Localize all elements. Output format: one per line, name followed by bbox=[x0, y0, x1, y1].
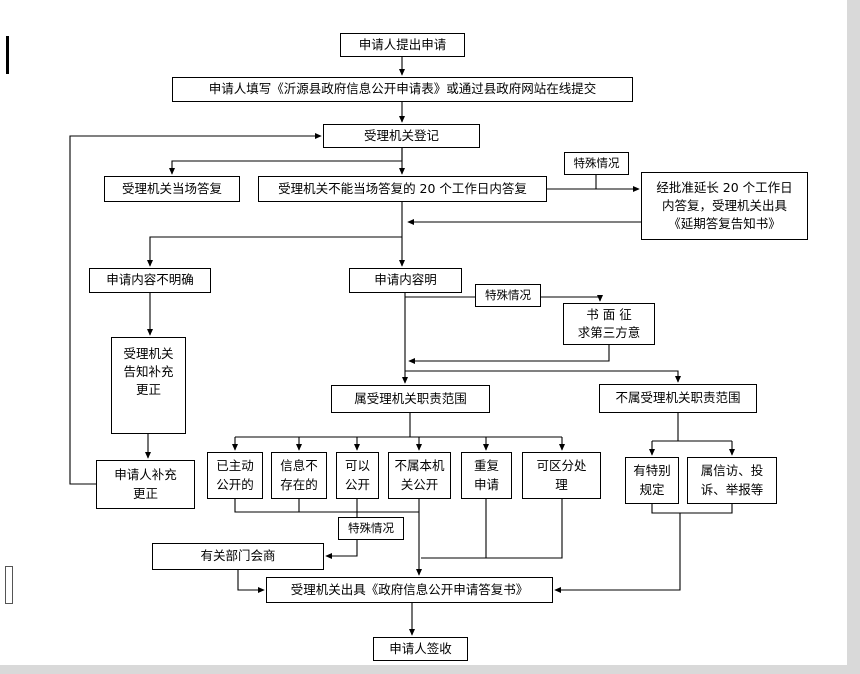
node-written-third-party-opinion: 书 面 征 求第三方意 bbox=[563, 303, 655, 345]
node-special-provisions: 有特别 规定 bbox=[625, 457, 679, 504]
node-separable-handling: 可区分处 理 bbox=[522, 452, 601, 499]
node-content-unclear: 申请内容不明确 bbox=[89, 268, 211, 293]
node-applicant-submit-application: 申请人提出申请 bbox=[340, 33, 465, 57]
node-petition-complaint: 属信访、投 诉、举报等 bbox=[687, 457, 777, 504]
page-edge-right bbox=[847, 0, 860, 674]
node-can-be-published: 可以 公开 bbox=[336, 452, 379, 499]
node-issue-reply-document: 受理机关出具《政府信息公开申请答复书》 bbox=[266, 577, 553, 603]
page-artifact-top-left bbox=[6, 36, 9, 74]
node-within-authority-scope: 属受理机关职责范围 bbox=[331, 385, 490, 413]
page-artifact-bottom-left bbox=[5, 566, 13, 604]
node-content-clear: 申请内容明 bbox=[349, 268, 462, 293]
node-other-authority: 不属本机 关公开 bbox=[388, 452, 451, 499]
page-edge-bottom bbox=[0, 665, 860, 674]
node-special-case-label-1: 特殊情况 bbox=[564, 152, 629, 175]
node-applicant-supplement-correction: 申请人补充 更正 bbox=[96, 460, 195, 509]
node-extended-reply: 经批准延长 20 个工作日 内答复，受理机关出具 《延期答复告知书》 bbox=[641, 172, 808, 240]
node-accepting-authority-register: 受理机关登记 bbox=[323, 124, 480, 148]
node-notify-supplement-correction: 受理机关 告知补充 更正 bbox=[111, 337, 186, 434]
node-already-published: 已主动 公开的 bbox=[207, 452, 263, 499]
node-onsite-reply: 受理机关当场答复 bbox=[104, 176, 240, 202]
node-department-consultation: 有关部门会商 bbox=[152, 543, 324, 570]
node-info-not-exist: 信息不 存在的 bbox=[271, 452, 327, 499]
node-outside-authority-scope: 不属受理机关职责范围 bbox=[599, 384, 757, 413]
node-special-case-label-3: 特殊情况 bbox=[338, 517, 404, 540]
node-repeated-application: 重复 申请 bbox=[461, 452, 512, 499]
node-special-case-label-2: 特殊情况 bbox=[475, 284, 541, 307]
node-fill-application-form: 申请人填写《沂源县政府信息公开申请表》或通过县政府网站在线提交 bbox=[172, 77, 633, 102]
node-reply-within-20-days: 受理机关不能当场答复的 20 个工作日内答复 bbox=[258, 176, 547, 202]
node-applicant-sign-receipt: 申请人签收 bbox=[373, 637, 468, 661]
